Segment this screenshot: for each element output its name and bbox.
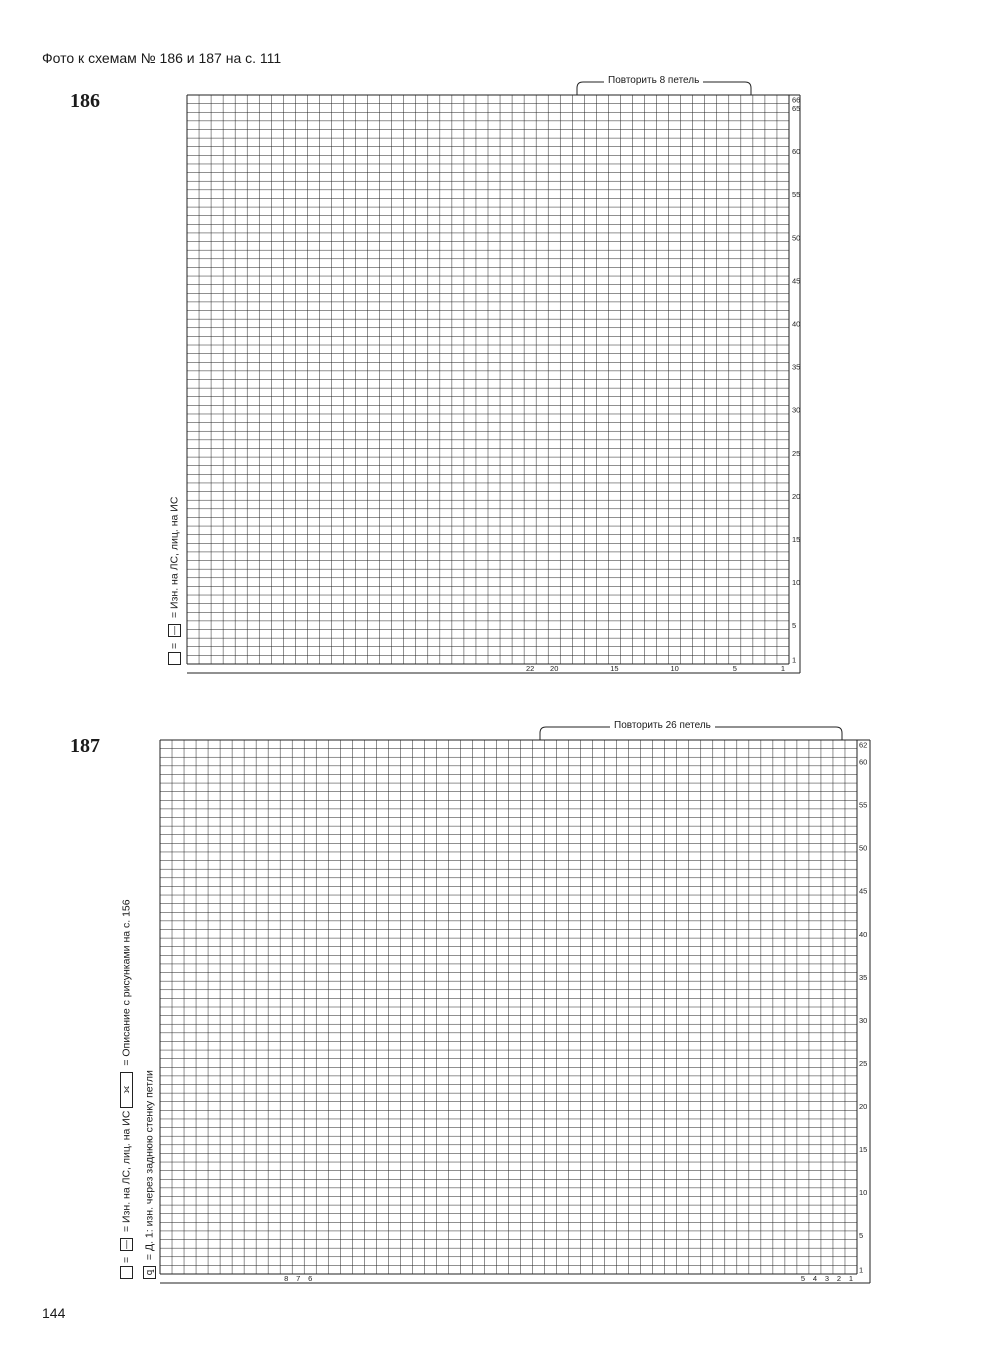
grid-label: 5 (733, 664, 737, 673)
grid-label: 15 (859, 1145, 867, 1154)
grid-label: 1 (781, 664, 785, 673)
chart-186-repeat-label: Повторить 8 петель (604, 75, 704, 86)
grid-label: 3 (825, 1274, 829, 1283)
grid-label: 60 (792, 147, 800, 156)
cable-symbol-icon: ⟗ (120, 1071, 133, 1108)
grid-label: 5 (792, 621, 796, 630)
grid-label: 8 (284, 1274, 288, 1283)
grid-label: 25 (792, 449, 800, 458)
grid-label: 2 (837, 1274, 841, 1283)
grid-label: 50 (792, 233, 800, 242)
legend-text-twist: = Д. 1: изн. через заднюю стенку петли (143, 1070, 156, 1263)
chart-186-number: 186 (70, 90, 100, 112)
grid-label: 10 (670, 664, 678, 673)
grid-label: 45 (859, 887, 867, 896)
chart-186-legend: = — = Изн. на ЛС, лиц. на ИС (168, 497, 181, 668)
grid-label: 50 (859, 844, 867, 853)
grid-label: 22 (526, 664, 534, 673)
grid-label: 20 (792, 492, 800, 501)
chart-187-legend-line1: = — = Изн. на ЛС, лиц. на ИС ⟗ = Описание… (120, 899, 133, 1282)
blank-stitch-icon (168, 652, 181, 665)
grid-label: 20 (859, 1102, 867, 1111)
grid-label: 5 (801, 1274, 805, 1283)
blank-stitch-icon (120, 1266, 133, 1279)
twisted-purl-icon: ꝗ (143, 1266, 156, 1279)
chart-187-repeat-label: Повторить 26 петель (610, 720, 715, 731)
grid-label: 15 (792, 535, 800, 544)
grid-label: 7 (296, 1274, 300, 1283)
grid-label: 10 (859, 1188, 867, 1197)
grid-label: 5 (859, 1231, 863, 1240)
grid-label: 1 (849, 1274, 853, 1283)
page-number: 144 (42, 1305, 66, 1321)
grid-label: 62 (859, 740, 867, 749)
dash-stitch-icon: — (120, 1237, 133, 1251)
grid-label: 55 (859, 801, 867, 810)
grid-label: 30 (792, 406, 800, 415)
grid-label: 6 (308, 1274, 312, 1283)
grid-label: 45 (792, 276, 800, 285)
grid-label: 40 (792, 319, 800, 328)
legend-text: = Изн. на ЛС, лиц. на ИС (168, 496, 181, 621)
grid-label: 66 (792, 95, 800, 104)
grid-label: 35 (859, 973, 867, 982)
grid-label: 65 (792, 104, 800, 113)
grid-label: 1 (792, 656, 796, 665)
grid-label: 10 (792, 578, 800, 587)
grid-label: 20 (550, 664, 558, 673)
grid-label: 1 (859, 1266, 863, 1275)
grid-label: 40 (859, 930, 867, 939)
grid-label: 15 (610, 664, 618, 673)
chart-187-legend-line2: ꝗ = Д. 1: изн. через заднюю стенку петли (143, 1070, 156, 1282)
legend-equals: = (168, 639, 181, 649)
grid-label: 55 (792, 190, 800, 199)
grid-label: 4 (813, 1274, 817, 1283)
grid-label: 25 (859, 1059, 867, 1068)
grid-label: 35 (792, 363, 800, 372)
grid-label: 30 (859, 1016, 867, 1025)
dash-stitch-icon: — (168, 623, 181, 637)
legend-equals: = (120, 1253, 133, 1263)
grid-label: 60 (859, 758, 867, 767)
page-caption: Фото к схемам № 186 и 187 на с. 111 (42, 50, 282, 66)
legend-text: = Изн. на ЛС, лиц. на ИС (120, 1110, 133, 1235)
legend-text-cable: = Описание с рисунками на с. 156 (120, 899, 133, 1069)
chart-187-number: 187 (70, 735, 100, 757)
